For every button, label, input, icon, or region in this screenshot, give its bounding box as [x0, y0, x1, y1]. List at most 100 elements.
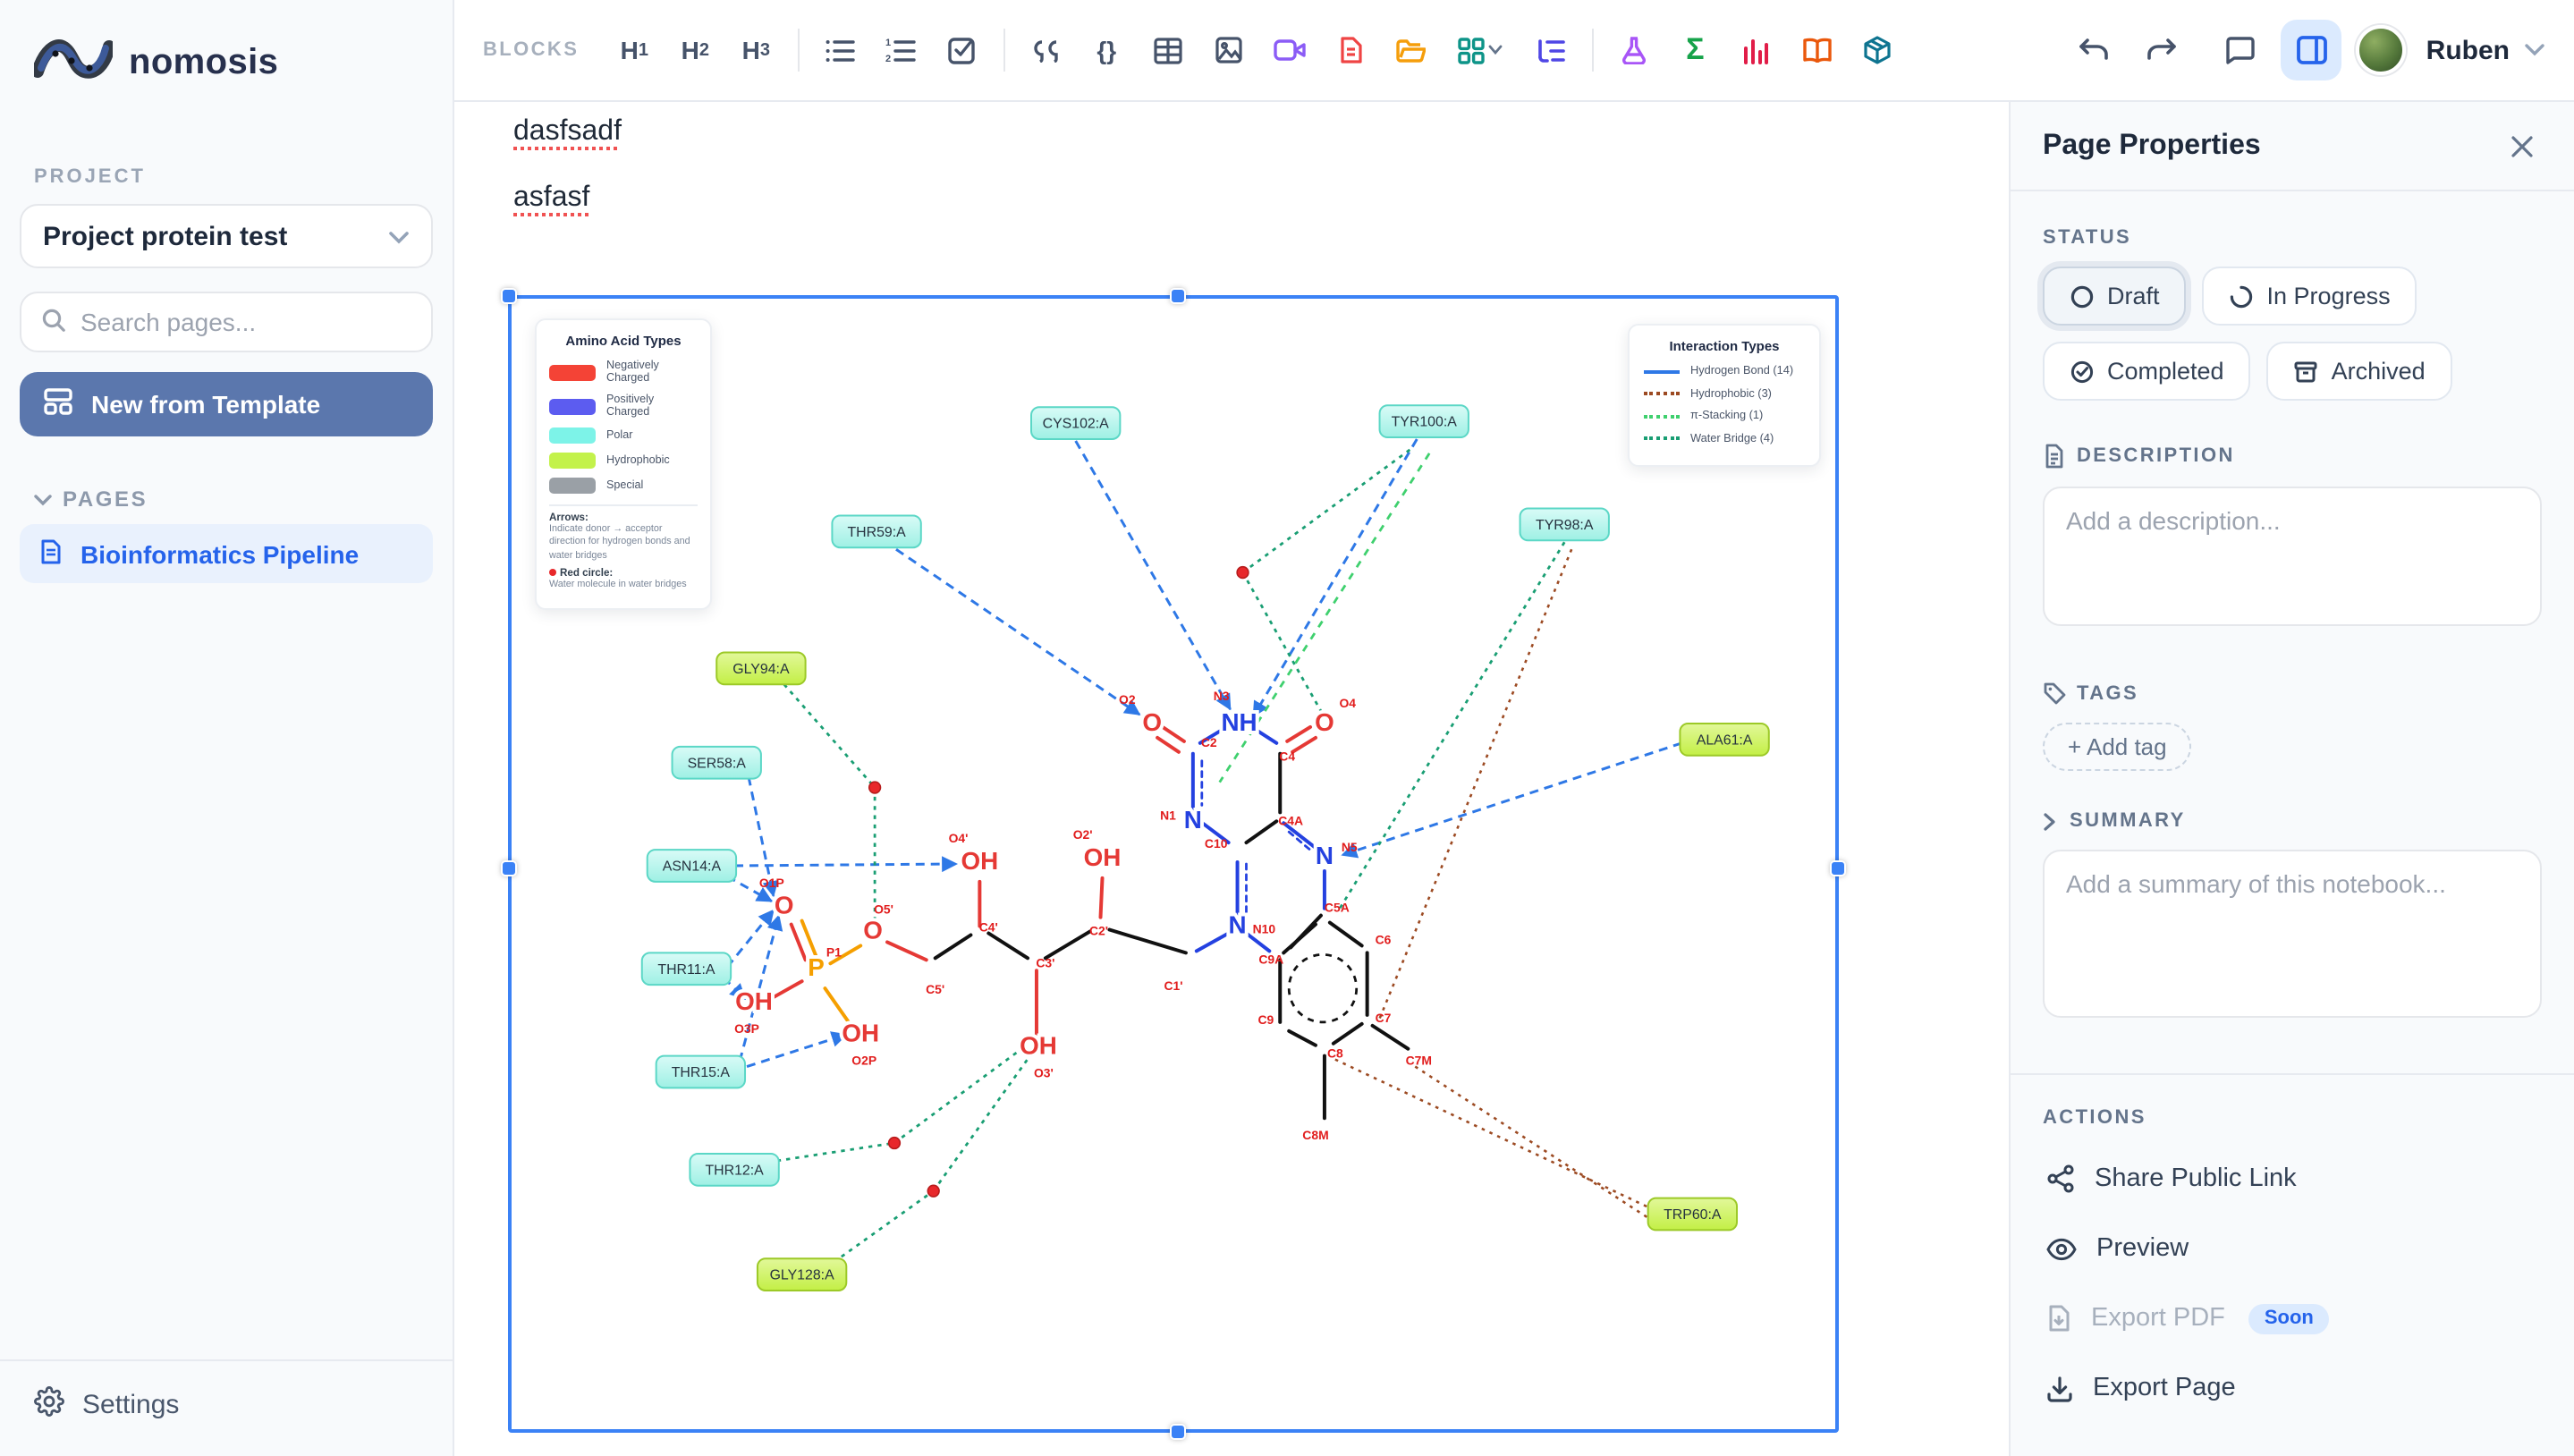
flask-button[interactable]	[1607, 23, 1661, 77]
atom-name-label: N1	[1160, 808, 1176, 822]
atom-name-label: N10	[1253, 922, 1276, 936]
chevron-down-icon[interactable]	[2524, 34, 2545, 66]
bond	[771, 979, 804, 1000]
svg-text:GLY94:A: GLY94:A	[732, 662, 790, 677]
atom-symbol: N	[1184, 806, 1202, 834]
editor-paragraph-1[interactable]: dasfsadf	[513, 116, 622, 147]
brand-logo[interactable]: nomosis	[20, 32, 433, 95]
residue-box-asn14-a: ASN14:A	[646, 849, 738, 883]
tags-section-label: TAGS	[2043, 681, 2542, 705]
bar-chart-button[interactable]	[1729, 23, 1782, 77]
summary-input[interactable]	[2043, 850, 2542, 1018]
resize-handle-top-left[interactable]	[501, 288, 517, 304]
atom-name-label: N5	[1342, 840, 1358, 854]
resize-handle-bottom-center[interactable]	[1170, 1424, 1186, 1440]
hydrophobic-interaction-line	[1334, 1058, 1653, 1210]
atom-symbol: OH	[961, 847, 999, 875]
redo-button[interactable]	[2135, 23, 2189, 77]
list-tree-button[interactable]	[1523, 23, 1577, 77]
resize-handle-right-middle[interactable]	[1830, 860, 1846, 876]
amino-legend-row: Special	[549, 478, 698, 494]
amino-legend-row: Polar	[549, 427, 698, 444]
project-select-value: Project protein test	[43, 221, 288, 251]
pdf-file-button[interactable]	[1323, 23, 1376, 77]
svg-text:OH: OH	[842, 1020, 879, 1047]
comment-button[interactable]	[2214, 23, 2267, 77]
hbond-interaction-line	[747, 776, 779, 898]
pages-section-label: PAGES	[63, 487, 148, 512]
residue-box-gly94-a: GLY94:A	[715, 651, 807, 686]
table-button[interactable]	[1140, 23, 1194, 77]
sidebar-item-bioinformatics-pipeline[interactable]: Bioinformatics Pipeline	[20, 524, 433, 583]
block-grid-button[interactable]	[1444, 23, 1516, 77]
interaction-legend-row: Hydrogen Bond (14)	[1644, 365, 1805, 377]
editor-paragraph-2[interactable]: asfasf	[513, 182, 590, 213]
legend-swatch	[549, 478, 596, 494]
carbon-label: C5'	[926, 982, 944, 996]
bond	[1331, 1021, 1364, 1045]
red-circle-note-text: Water molecule in water bridges	[549, 579, 687, 590]
status-completed-button[interactable]: Completed	[2043, 342, 2251, 401]
atom-symbol: O	[775, 892, 794, 919]
water-interaction-line	[776, 1141, 895, 1163]
preview-button[interactable]: Preview	[2043, 1216, 2542, 1281]
new-from-template-button[interactable]: New from Template	[20, 372, 433, 436]
resize-handle-left-middle[interactable]	[501, 860, 517, 876]
user-name[interactable]: Ruben	[2426, 35, 2510, 65]
folder-button[interactable]	[1384, 23, 1437, 77]
actions-section-label: ACTIONS	[2043, 1107, 2146, 1129]
bullet-list-button[interactable]	[813, 23, 867, 77]
resize-handle-top-center[interactable]	[1170, 288, 1186, 304]
svg-text:OH: OH	[735, 987, 773, 1015]
code-braces-button[interactable]: {}	[1096, 36, 1117, 64]
export-page-button[interactable]: Export Page	[2043, 1356, 2542, 1420]
panel-divider	[2011, 1073, 2574, 1075]
close-icon[interactable]	[2502, 126, 2542, 165]
undo-button[interactable]	[2067, 23, 2121, 77]
export-pdf-button[interactable]: Export PDF Soon	[2043, 1286, 2542, 1350]
status-draft-button[interactable]: Draft	[2043, 267, 2187, 326]
status-in-progress-button[interactable]: In Progress	[2202, 267, 2417, 326]
book-open-button[interactable]	[1790, 23, 1843, 77]
bond	[1107, 927, 1188, 955]
sigma-button[interactable]: Σ	[1686, 32, 1705, 66]
check-square-button[interactable]	[935, 23, 988, 77]
amino-legend-row: Positively Charged	[549, 394, 698, 419]
amino-legend-row: Hydrophobic	[549, 453, 698, 469]
panel-toggle-button[interactable]	[2281, 20, 2342, 80]
pages-section-toggle[interactable]: PAGES	[20, 487, 433, 512]
search-input[interactable]: Search pages...	[20, 292, 433, 352]
bond	[828, 944, 863, 966]
description-input[interactable]	[2043, 487, 2542, 626]
bond	[1287, 1029, 1317, 1047]
atom-symbol: N	[1229, 911, 1247, 939]
svg-text:THR15:A: THR15:A	[672, 1065, 731, 1080]
atom-symbol: NH	[1221, 708, 1257, 736]
image-button[interactable]	[1201, 23, 1255, 77]
water-interaction-line	[1241, 448, 1411, 574]
carbon-label: C1'	[1164, 978, 1182, 993]
status-archived-button[interactable]: Archived	[2266, 342, 2452, 401]
project-select[interactable]: Project protein test	[20, 204, 433, 268]
add-tag-button[interactable]: + Add tag	[2043, 723, 2192, 771]
video-button[interactable]	[1262, 23, 1316, 77]
status-section-label: STATUS	[2043, 227, 2132, 249]
settings-button[interactable]: Settings	[34, 1386, 419, 1424]
quote-button[interactable]	[1019, 23, 1072, 77]
summary-section-toggle[interactable]: SUMMARY	[2043, 810, 2542, 832]
water-interaction-line	[1241, 571, 1323, 712]
hbond-interaction-line	[895, 547, 1141, 716]
package-cube-button[interactable]	[1850, 23, 1904, 77]
share-public-link-button[interactable]: Share Public Link	[2043, 1147, 2542, 1211]
amino-legend-row: Negatively Charged	[549, 360, 698, 385]
bond	[1282, 922, 1317, 955]
user-avatar[interactable]	[2356, 25, 2407, 75]
residue-box-thr12-a: THR12:A	[689, 1152, 780, 1187]
